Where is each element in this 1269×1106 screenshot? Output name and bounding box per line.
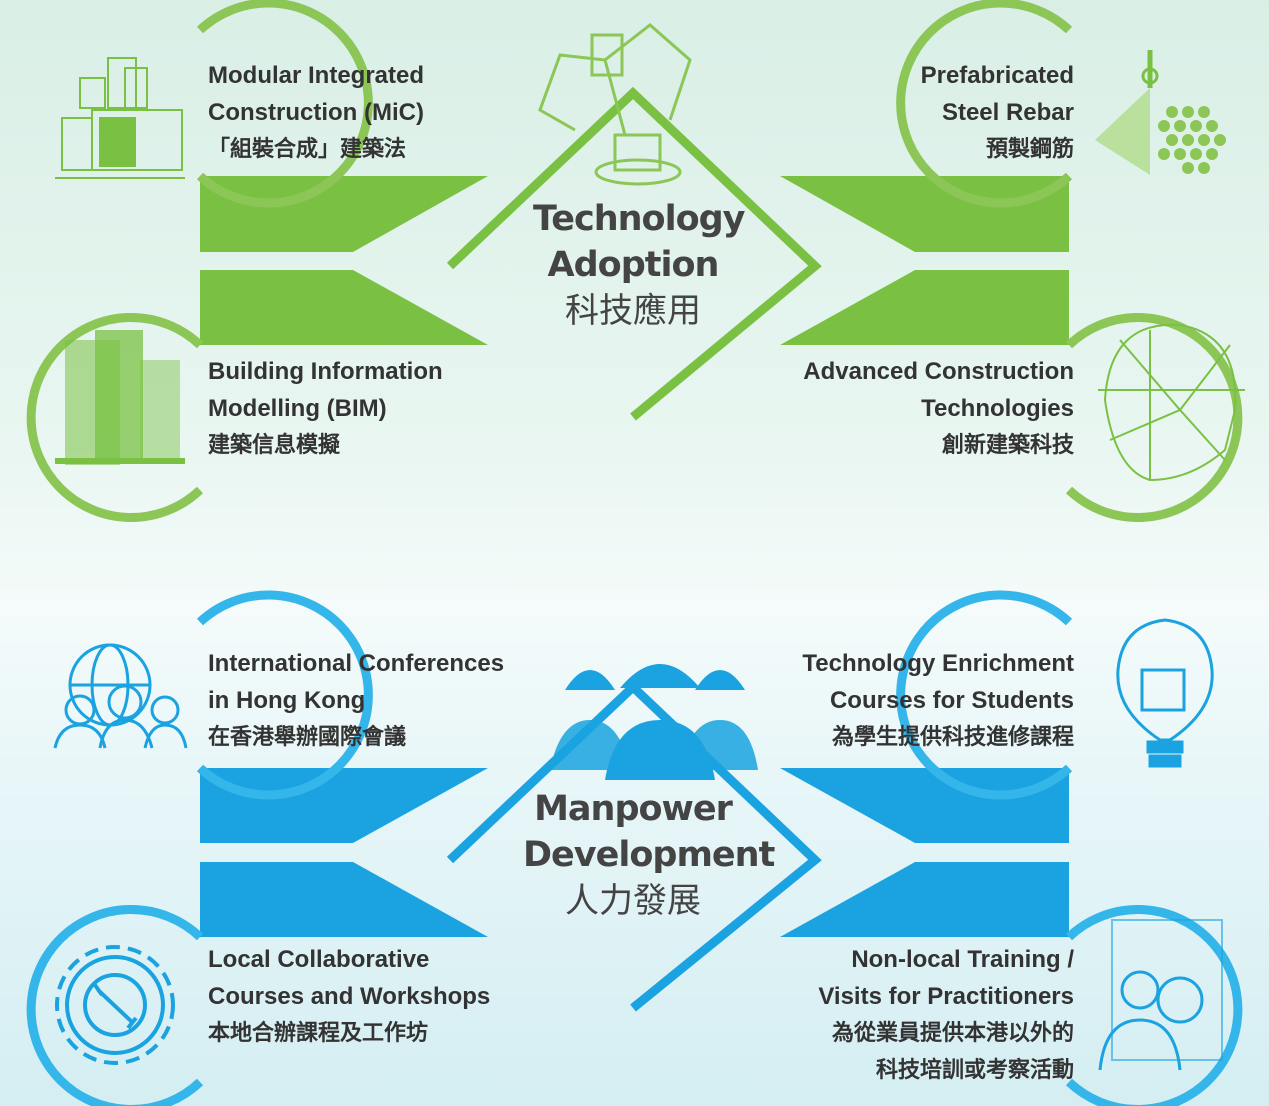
label-conferences: International Conferences in Hong Kong 在… (208, 650, 505, 750)
conference-circle (196, 590, 373, 800)
rebar-circle (896, 0, 1073, 208)
technology-title: Technology Adoption 科技應用 (533, 199, 746, 331)
label-advanced: Advanced Construction Technologies 創新建築科… (803, 358, 1074, 458)
mic-circle (196, 0, 373, 208)
label-mic: Modular Integrated Construction (MiC) 「組… (208, 62, 425, 162)
presenter-globe-icon (1098, 919, 1223, 1071)
local-course-circle (26, 905, 204, 1106)
gear-wrench-icon (55, 945, 175, 1065)
manpower-connectors (200, 680, 1069, 1012)
steel-rebar-icon (1095, 50, 1226, 175)
technology-connectors (200, 86, 1069, 421)
wireframe-helmet-icon (1098, 323, 1245, 482)
label-enrichment: Technology Enrichment Courses for Studen… (802, 650, 1074, 750)
label-local-courses: Local Collaborative Courses and Workshop… (208, 946, 491, 1046)
bim-building-icon (55, 330, 185, 465)
advanced-circle (1065, 313, 1243, 522)
label-rebar: Prefabricated Steel Rebar 預製鋼筋 (920, 62, 1074, 162)
label-nonlocal: Non-local Training / Visits for Practiti… (818, 946, 1074, 1083)
globe-people-icon (53, 643, 188, 749)
label-bim: Building Information Modelling (BIM) 建築信… (208, 358, 443, 458)
workers-icon (550, 664, 758, 780)
lightbulb-icon (1116, 618, 1214, 768)
nonlocal-circle (1065, 905, 1243, 1106)
robot-arm-icon (538, 23, 692, 186)
modular-building-icon (55, 57, 185, 179)
enrichment-circle (896, 590, 1073, 800)
bim-circle (26, 313, 204, 522)
manpower-title: Manpower Development 人力發展 (523, 789, 775, 921)
